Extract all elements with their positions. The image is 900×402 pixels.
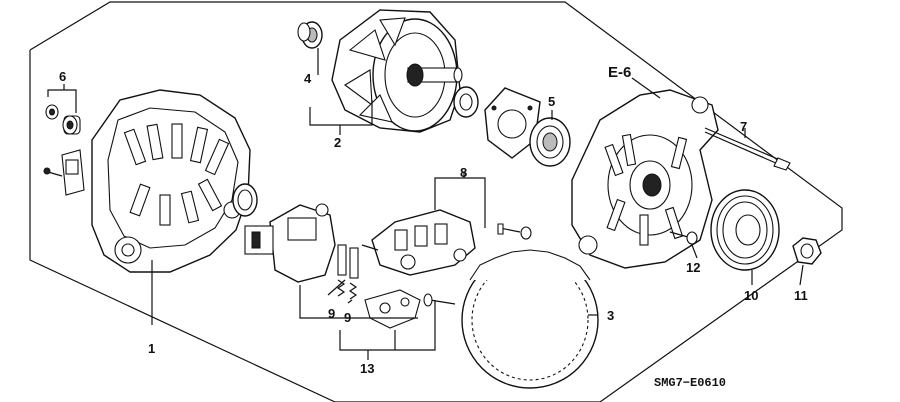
voltage-regulator — [244, 203, 336, 283]
callout-labels: 1 2 3 4 5 6 7 8 9 9 10 11 12 13 — [59, 69, 808, 376]
callout-8: 8 — [460, 165, 467, 180]
drawing-code: SMG7−E0610 — [654, 376, 726, 390]
pulley — [710, 189, 780, 271]
rectifier-assembly — [361, 209, 476, 276]
assembly-frame — [29, 1, 843, 402]
brush-pair — [336, 244, 359, 300]
callout-5: 5 — [548, 94, 555, 109]
callout-13: 13 — [360, 361, 374, 376]
bushing-set — [45, 104, 81, 135]
spacer-ring — [453, 86, 479, 118]
rear-bearing — [297, 21, 323, 49]
front-bearing — [529, 117, 571, 167]
rectifier-bolt — [497, 223, 532, 240]
section-reference: E-6 — [608, 64, 631, 81]
regulator-screw — [423, 293, 456, 307]
front-housing — [571, 89, 719, 269]
rear-housing — [91, 89, 251, 273]
callout-10: 10 — [744, 288, 758, 303]
callout-9-left: 9 — [328, 306, 335, 321]
callout-11: 11 — [794, 288, 808, 303]
terminal-bracket — [43, 149, 85, 196]
callout-6: 6 — [59, 69, 66, 84]
through-bolt — [704, 127, 791, 171]
stator — [461, 249, 599, 389]
callout-9-right: 9 — [344, 310, 351, 325]
housing-bolt — [669, 231, 698, 245]
seal-ring — [232, 183, 258, 217]
leader-lines — [47, 48, 804, 360]
rotor-assembly — [331, 9, 463, 133]
callout-7: 7 — [740, 119, 747, 134]
insulator-plate — [364, 289, 421, 329]
callout-1: 1 — [148, 341, 155, 356]
bearing-retainer-plate — [484, 87, 541, 159]
pulley-nut — [792, 237, 822, 265]
callout-4: 4 — [304, 71, 312, 86]
callout-12: 12 — [686, 260, 700, 275]
callout-2: 2 — [334, 135, 341, 150]
callout-3: 3 — [607, 308, 614, 323]
